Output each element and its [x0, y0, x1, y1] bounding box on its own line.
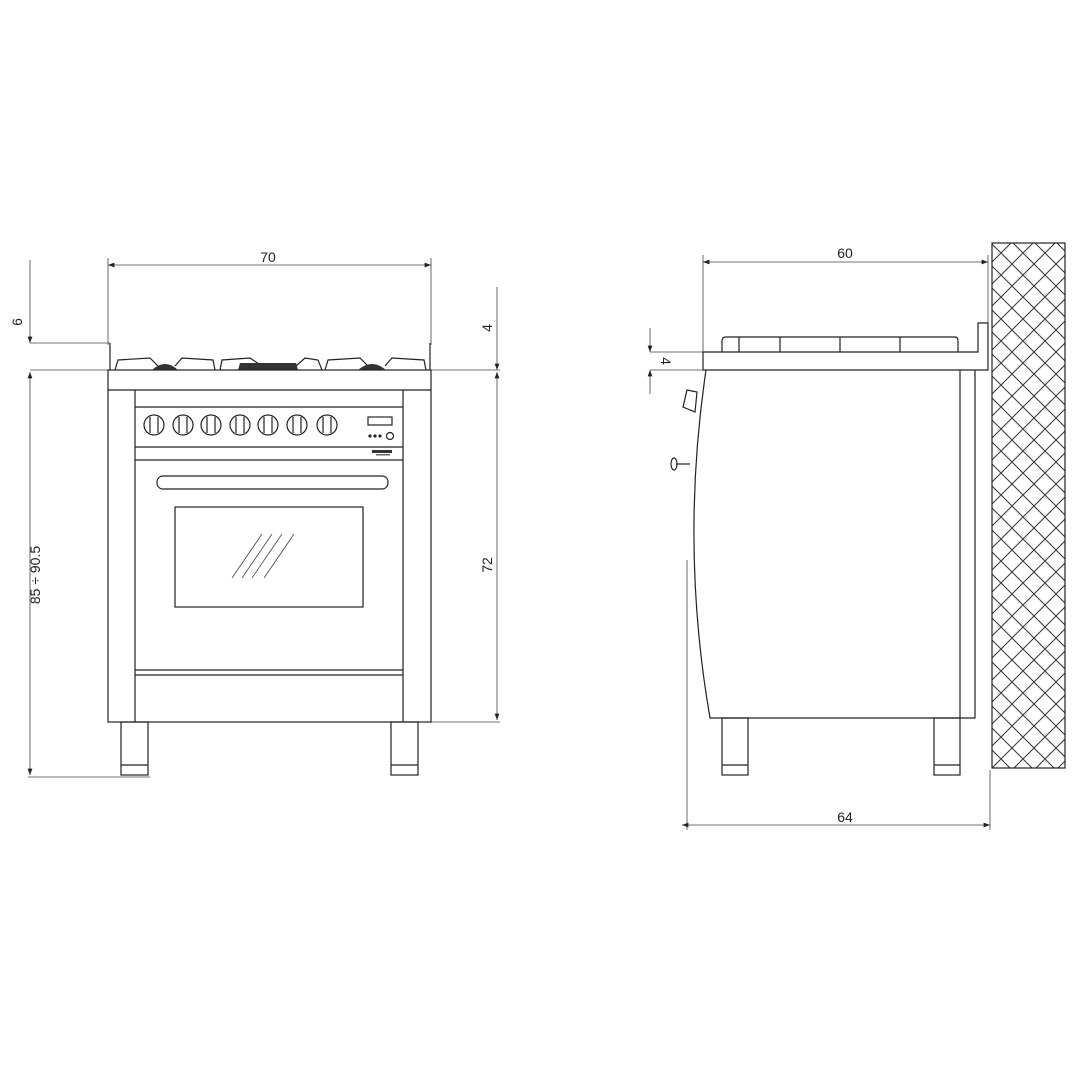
total-height-label: 85 ÷ 90.5 [27, 546, 43, 604]
side-grates [721, 336, 959, 352]
clock-display [367, 416, 395, 456]
total-depth-label: 64 [837, 809, 853, 825]
oven-door [156, 475, 389, 608]
oven-handle[interactable] [156, 475, 389, 490]
side-knob [682, 389, 698, 413]
dimension-width: 70 [107, 249, 432, 345]
cooktop-grates [109, 343, 431, 371]
body-height-label: 72 [479, 557, 495, 573]
dimension-total-depth: 64 [682, 560, 991, 830]
dimension-counter-offset: 4 [479, 287, 500, 370]
control-knobs [143, 414, 338, 436]
knob-icon[interactable] [286, 414, 308, 436]
dimension-body-height: 72 [420, 372, 500, 723]
feet [120, 721, 419, 776]
dimension-counter-thickness: 4 [647, 328, 703, 394]
knob-icon[interactable] [200, 414, 222, 436]
knob-icon[interactable] [316, 414, 338, 436]
side-feet [721, 717, 961, 776]
width-label: 70 [260, 249, 276, 265]
side-handle [670, 457, 678, 471]
depth-label: 60 [837, 245, 853, 261]
knob-icon[interactable] [229, 414, 251, 436]
side-view: 60 4 64 [647, 242, 1066, 830]
wall [991, 242, 1066, 769]
counter-thickness-label: 4 [658, 357, 674, 365]
brand-logo [372, 450, 392, 453]
dimension-depth: 60 [702, 245, 989, 370]
side-body [693, 369, 976, 719]
countertop [702, 322, 989, 371]
cooktop-height-label: 6 [9, 318, 25, 326]
front-view: 70 6 4 72 85 ÷ 90.5 [9, 249, 500, 778]
dimension-cooktop-height: 6 [9, 260, 500, 371]
counter-offset-label: 4 [479, 324, 495, 332]
oven-window [174, 506, 364, 608]
knob-icon[interactable] [172, 414, 194, 436]
knob-icon[interactable] [143, 414, 165, 436]
dimension-total-height: 85 ÷ 90.5 [27, 372, 150, 778]
stove-body [107, 369, 432, 723]
knob-icon[interactable] [257, 414, 279, 436]
